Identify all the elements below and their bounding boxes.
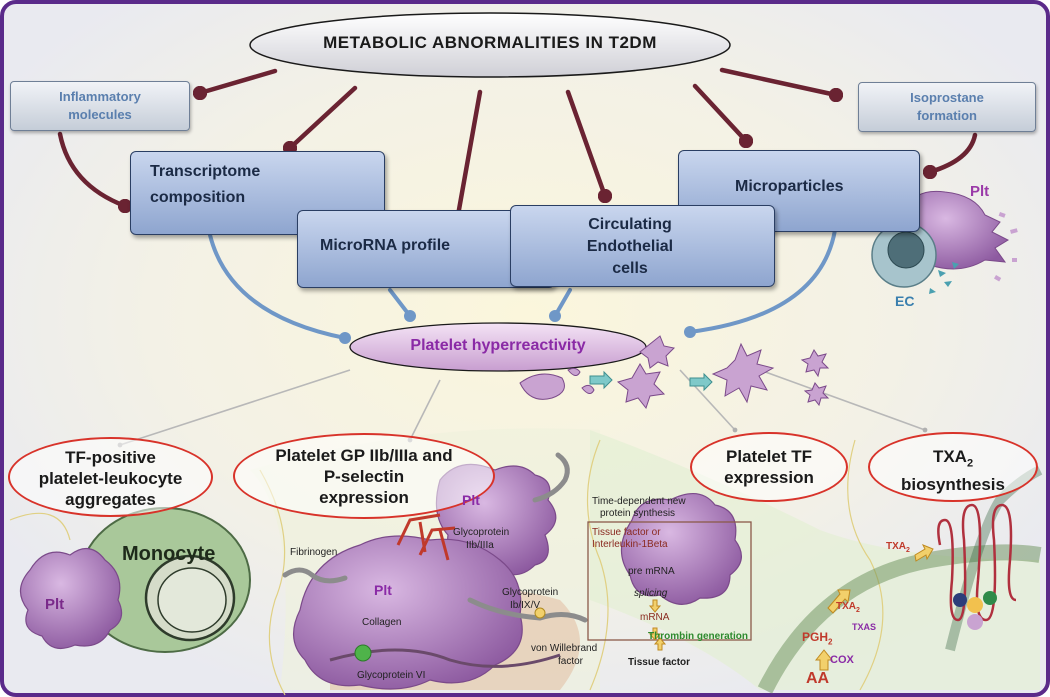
inflammatory-line2: molecules [68, 107, 132, 122]
inflammatory-line1: Inflammatory [59, 89, 141, 104]
plt-main-label: Plt [374, 582, 392, 598]
gp1b-line1: Glycoprotein [502, 587, 559, 598]
transcriptome-line1: Transcriptome [150, 163, 261, 180]
plt-top-right-label: Plt [970, 183, 990, 200]
tf-expression-line2: expression [724, 468, 814, 487]
pre-mrna-label: pre mRNA [628, 566, 675, 577]
gp6-label: Glycoprotein VI [357, 670, 426, 681]
collagen-label: Collagen [362, 617, 402, 628]
txa2-top-sub: 2 [906, 547, 910, 554]
txa2-mid-sub: 2 [856, 607, 860, 614]
tf-aggregates-line3: aggregates [65, 490, 156, 509]
thrombin-label: Thrombin generation [648, 631, 748, 642]
gp-line1: Platelet GP IIb/IIIa and [275, 446, 453, 465]
vwf-line2: factor [558, 656, 584, 667]
tf-expression-line1: Platelet TF [726, 447, 812, 466]
tf-aggregates-oval: TF-positive platelet-leukocyte aggregate… [8, 437, 213, 517]
gp2b3a-line2: IIb/IIIa [466, 540, 494, 551]
txa2-oval: TXA2 biosynthesis [868, 432, 1038, 502]
txa2-text: TXA [932, 447, 967, 466]
transcriptome-line2: composition [150, 189, 246, 206]
microparticles-box [678, 150, 920, 232]
endothelial-line1: Circulating [588, 216, 672, 233]
endothelial-line3: cells [612, 260, 648, 277]
txa2-mid-label: TXA2 [836, 601, 860, 614]
isoprostane-formation-box: Isoprostane formation [858, 82, 1036, 132]
txas-label: TXAS [852, 622, 877, 632]
fibrinogen-label: Fibrinogen [290, 547, 338, 558]
txa2-line2: biosynthesis [901, 475, 1005, 495]
gp-expression-oval: Platelet GP IIb/IIIa and P-selectin expr… [233, 433, 495, 519]
inflammatory-molecules-box: Inflammatory molecules [10, 81, 190, 131]
microparticles-label: Microparticles [735, 178, 844, 195]
isoprostane-line2: formation [917, 108, 977, 123]
hub-label: Platelet hyperreactivity [410, 337, 586, 354]
protein-synthesis-line2: protein synthesis [600, 508, 676, 519]
plt-panel1-label: Plt [45, 596, 65, 613]
gp1b-line2: Ib/IX/V [510, 600, 541, 611]
txa2-subscript: 2 [966, 457, 974, 470]
tissue-factor-label: Tissue factor [628, 657, 691, 668]
gp2b3a-line1: Glycoprotein [453, 527, 510, 538]
tf-il1b-line1: Tissue factor or [592, 527, 661, 538]
microrna-label: MicroRNA profile [320, 237, 451, 254]
endothelial-line2: Endothelial [586, 238, 674, 255]
isoprostane-line1: Isoprostane [910, 90, 984, 105]
gp-line2: P-selectin [323, 467, 405, 486]
cox-label: COX [830, 654, 854, 666]
protein-synthesis-line1: Time-dependent new [592, 496, 686, 507]
mrna-label: mRNA [640, 612, 670, 623]
ec-label: EC [895, 293, 915, 309]
tf-aggregates-line1: TF-positive [65, 448, 156, 467]
endothelial-box [510, 205, 775, 287]
splicing-label: splicing [634, 588, 668, 599]
tf-il1b-line2: Interleukin-1Beta [592, 539, 668, 550]
monocyte-label: Monocyte [122, 543, 216, 565]
txa2-top-text: TXA [886, 541, 906, 552]
txa2-mid-text: TXA [836, 601, 856, 612]
pgh2-sub: 2 [828, 637, 833, 647]
title: METABOLIC ABNORMALITIES IN T2DM [323, 33, 657, 52]
aa-label: AA [806, 670, 830, 687]
gp-line3: expression [319, 488, 409, 507]
plt-top-label: Plt [462, 492, 480, 508]
pgh2-text: PGH [802, 630, 829, 644]
tf-aggregates-line2: platelet-leukocyte [38, 469, 183, 488]
txa2-line1: TXA2 [870, 446, 1036, 474]
vwf-line1: von Willebrand [531, 643, 598, 654]
txa2-top-label: TXA2 [886, 541, 910, 554]
tf-expression-oval: Platelet TF expression [690, 432, 848, 502]
pgh2-label: PGH2 [802, 630, 832, 646]
